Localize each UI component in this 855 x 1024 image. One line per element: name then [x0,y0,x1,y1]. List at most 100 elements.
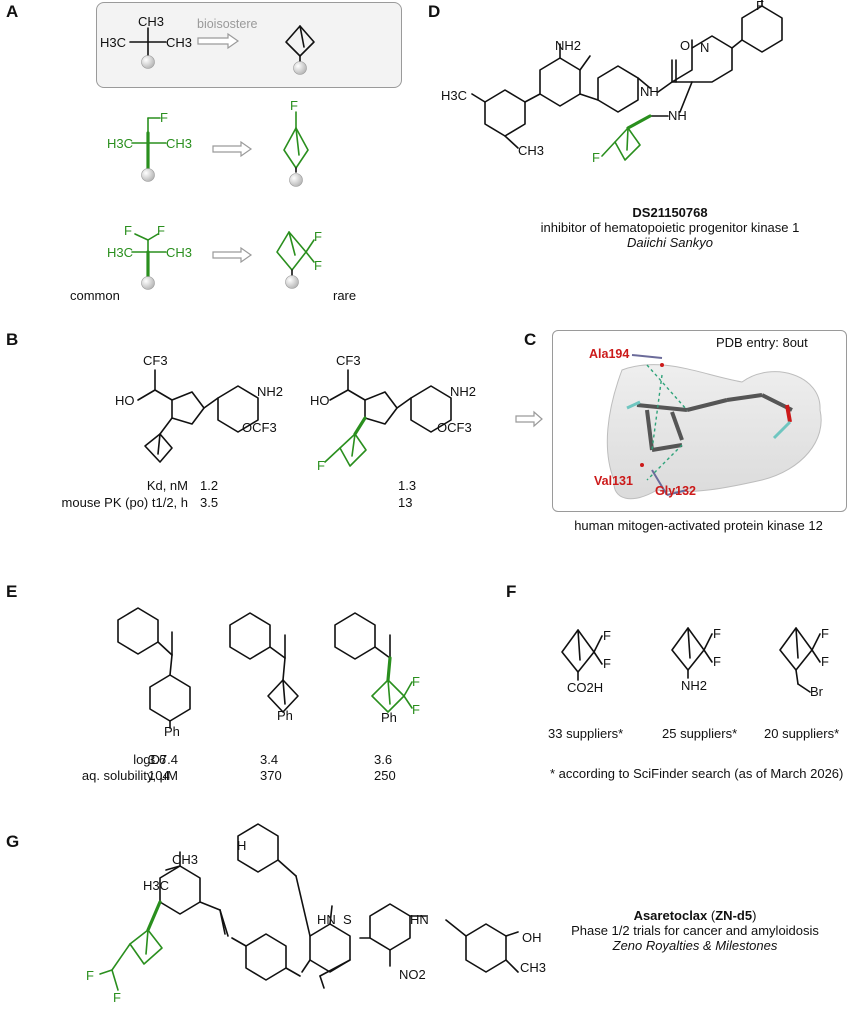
panel-e-structures [117,607,413,729]
ho-label: HO [310,393,330,408]
hydroxyl-label: OH [522,930,542,945]
panel-label-b: B [6,330,19,349]
ocf3-label: OCF3 [242,420,277,435]
panel-f-structures [561,627,821,693]
fluorine-label: F [160,110,168,125]
logd-value: 3.4 [260,752,279,767]
compound-description: inhibitor of hematopoietic progenitor ki… [540,220,800,235]
asaretoclax-caption: Asaretoclax (ZN-d5) Phase 1/2 trials for… [540,908,850,953]
fluorine-label: F [290,98,298,113]
kd-row-label: Kd, nM [146,478,188,493]
ch3-label: CH3 [518,143,545,158]
compound-code: ZN-d5 [715,908,753,923]
h3c-label: H3C [100,35,127,50]
solubility-row-label: aq. solubility, μM [81,768,178,783]
h3c-label: H3C [107,245,134,260]
panel-a-structures [129,25,315,290]
amine-label: NH2 [257,384,284,399]
ch3-label: CH3 [520,960,547,975]
fluorine-label: F [756,0,764,13]
pk-row-label: mouse PK (po) t1/2, h [61,495,188,510]
residue-label: Ala194 [589,347,630,361]
fluorine-label: F [603,656,611,671]
panel-label-c: C [524,330,537,349]
ch3-label: CH3 [166,35,193,50]
ds21150768-structure [471,0,783,161]
supplier-count: 33 suppliers* [548,726,624,741]
pdb-entry-label: PDB entry: 8out [716,335,808,350]
compound-name: DS21150768 [632,205,708,220]
amine-label: NH2 [555,38,582,53]
ch3-label: CH3 [172,852,199,867]
fluorine-label: F [713,626,721,641]
fluorine-label: F [314,258,322,273]
nh-label: H [237,838,247,853]
panel-label-a: A [6,2,19,21]
h3c-label: H3C [441,88,468,103]
h3c-label: H3C [107,136,134,151]
ocf3-label: OCF3 [437,420,472,435]
fluorine-label: F [821,654,829,669]
logd-value: 3.6 [374,752,393,767]
fluorine-label: F [124,223,132,238]
compound2-kd: 1.3 [398,478,417,493]
panel-c-caption: human mitogen-activated protein kinase 1… [574,518,823,533]
compound-description: Phase 1/2 trials for cancer and amyloido… [571,923,819,938]
common-label: common [70,288,120,303]
nh-label: NH [640,84,659,99]
nitro-label: NO2 [399,967,426,982]
compound-name: Asaretoclax [633,908,708,923]
logd-value: 3.6 [148,752,167,767]
phenyl-label: Ph [381,710,397,725]
compound2-thalf: 13 [398,495,413,510]
compound-company: Daiichi Sankyo [627,235,713,250]
ch3-label: CH3 [166,245,193,260]
phenyl-label: Ph [164,724,180,739]
h3c-label: H3C [143,878,170,893]
ch3-label: CH3 [138,14,165,29]
fluorine-label: F [157,223,165,238]
oxygen-label: O [680,38,691,53]
panel-label-g: G [6,832,20,851]
hn-label: HN [410,912,429,927]
amine-label: NH2 [681,678,708,693]
supplier-count: 20 suppliers* [764,726,840,741]
crystal-structure-image [606,354,822,500]
compound1-thalf: 3.5 [200,495,219,510]
panel-b-structures [137,369,543,467]
fluorine-label: F [821,626,829,641]
bioisostere-box [96,2,402,88]
carboxylic-acid-label: CO2H [567,680,604,695]
fluorine-label: F [713,654,721,669]
rare-label: rare [333,288,357,303]
fluorine-label: F [86,968,94,983]
compound-company: Zeno Royalties & Milestones [612,938,778,953]
bromine-label: Br [810,684,823,699]
solubility-value: 104 [148,768,170,783]
ch3-label: CH3 [166,136,193,151]
cf3-label: CF3 [336,353,361,368]
nitrogen-label: N [700,40,710,55]
cf3-label: CF3 [143,353,168,368]
phenyl-label: Ph [277,708,293,723]
fluorine-label: F [603,628,611,643]
nh-label: NH [668,108,687,123]
ds21150768-caption: DS21150768 inhibitor of hematopoietic pr… [520,205,820,250]
sulfur-label: S [343,912,352,927]
amine-label: NH2 [450,384,477,399]
fluorine-label: F [113,990,121,1005]
supplier-footnote: * according to SciFinder search (as of M… [550,766,844,781]
asaretoclax-structure [99,823,519,991]
panel-label-e: E [6,582,18,601]
hn-label: HN [317,912,336,927]
solubility-value: 370 [260,768,282,783]
fluorine-label: F [314,229,322,244]
fluorine-label: F [412,702,420,717]
fluorine-label: F [412,674,420,689]
residue-label: Gly132 [655,484,697,498]
panel-label-f: F [506,582,517,601]
panel-label-d: D [428,2,441,21]
fluorine-label: F [317,458,325,473]
fluorine-label: F [592,150,600,165]
